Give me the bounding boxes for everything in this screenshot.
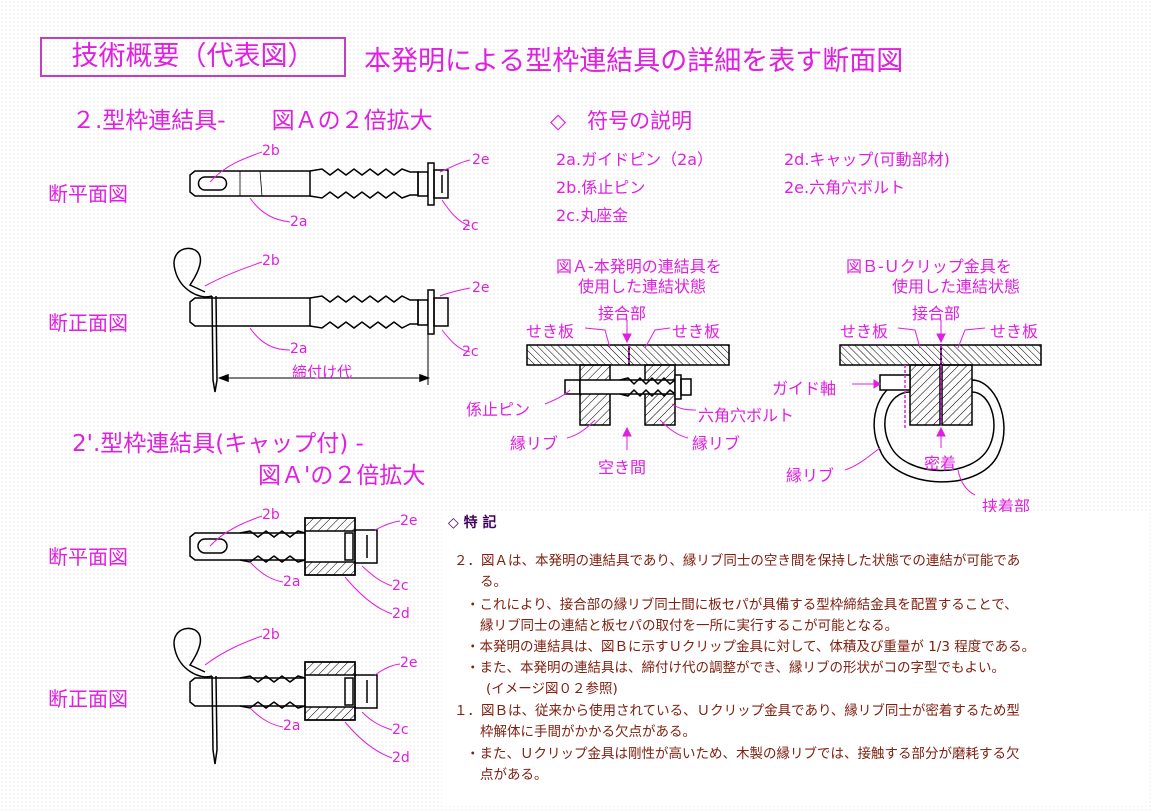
figure-b-rib: 縁リブ [786,466,835,485]
figure-a-rib-right: 縁リブ [692,434,741,453]
figure-b-board-left: せき板 [840,322,889,341]
legend-item-2b: 2b.係止ピン [556,178,646,197]
legend-title: ◇ 符号の説明 [550,109,693,133]
figure-b-title-line1: 図Ｂ-Ｕクリップ金具を [846,257,1012,276]
note-line-10: ・また、Ｕクリップ金具は剛性が高いため、木製の縁リブでは、接触する部分が磨耗する… [466,746,1020,762]
figure-b-guide-shaft: ガイド軸 [772,379,837,398]
figure-a-hex-bolt: 六角穴ボルト [698,406,795,425]
figure-b-leaders [844,320,986,496]
figure-a-title-line1: 図Ａ-本発明の連結具を [556,257,722,276]
figure-b-contact: 密着 [924,454,957,473]
connector-plan-view-2 [189,517,378,576]
connector-plan-view-1 [189,162,449,206]
figure-a-drawing [526,344,730,426]
plan-view-label-2: 断平面図 [48,545,128,569]
label-2e-4: 2e [400,655,418,671]
note-line-1: ２．図Ａは、本発明の連結具であり、縁リブ同士の空き間を保持した状態での連結が可能… [454,553,1021,569]
note-line-9: 枠解体に手間がかかる欠点がある。 [480,724,696,740]
legend-item-2a: 2a.ガイドピン（2a） [556,150,714,169]
figure-a-leaders [544,320,697,450]
label-2d-1: 2d [392,606,410,622]
label-tightening-allowance: 締付け代 [292,363,353,381]
figure-b-clamp: 挟着部 [982,497,1031,516]
note-line-2: る。 [480,574,507,590]
note-line-8: １．図Ｂは、従来から使用されている、Ｕクリップ金具であり、縁リブ同士が密着するた… [454,703,1020,719]
label-2a-1: 2a [290,214,308,230]
figure-a-board-right: せき板 [672,322,721,341]
connector-front-view-1 [173,247,449,393]
label-2c-4: 2c [392,722,409,738]
note-line-5: ・本発明の連結具は、図Ｂに示すＵクリップ金具に対して、体積及び重量が 1/3 程… [466,639,1036,655]
legend-item-2e: 2e.六角穴ボルト [784,178,906,197]
legend-item-2c: 2c.丸座金 [556,206,629,225]
note-line-11: 点がある。 [480,767,548,783]
label-2b-4: 2b [262,627,280,643]
note-line-6: ・また、本発明の連結具は、締付け代の調整ができ、縁リブの形状がコの字型でもよい。 [466,660,1006,676]
note-line-7: (イメージ図０２参照) [486,681,618,697]
notes-header: ◇ 特 記 [448,515,497,531]
figure-b-drawing [839,344,1042,483]
figure-b-title-line2: 使用した連結状態 [892,277,1021,296]
label-2d-2: 2d [392,750,410,766]
section-2b-title-line2: 図Ａ'の２倍拡大 [258,463,426,489]
section-2-title: ２.型枠連結具- 図Ａの２倍拡大 [72,108,433,134]
label-2c-2: 2c [462,344,479,360]
label-2b-3: 2b [262,507,280,523]
figure-a-lock-pin: 係止ピン [466,400,531,419]
front-view-label-2: 断正面図 [48,687,128,711]
section-2b-title-line1: 2'.型枠連結具(キャップ付) - [72,431,364,457]
figure-a-joint: 接合部 [598,304,647,323]
title-badge: 技術概要（代表図） [40,37,346,77]
figure-a-title-line2: 使用した連結状態 [578,277,707,296]
leader-lines [204,151,471,759]
figure-a-rib-left: 縁リブ [510,434,559,453]
figure-b-board-right: せき板 [990,322,1039,341]
notes-panel: ◇ 特 記 ２．図Ａは、本発明の連結具であり、縁リブ同士の空き間を保持した状態で… [442,512,1148,806]
label-2e-2: 2e [472,280,490,296]
figure-a-gap: 空き間 [598,458,647,477]
label-2e-3: 2e [400,513,418,529]
label-2e-1: 2e [472,152,490,168]
label-2a-4: 2a [283,718,301,734]
figure-a-board-left: せき板 [526,322,575,341]
label-2b-1: 2b [262,143,280,159]
front-view-label-1: 断正面図 [48,311,128,335]
connector-front-view-2 [173,627,378,765]
figure-b-joint: 接合部 [912,304,961,323]
label-2a-3: 2a [283,574,301,590]
page-title: 本発明による型枠連結具の詳細を表す断面図 [364,46,904,77]
label-2c-3: 2c [392,578,409,594]
plan-view-label-1: 断平面図 [48,182,128,206]
label-2a-2: 2a [290,341,308,357]
note-line-3: ・これにより、接合部の縁リブ同士間に板セパが具備する型枠締結金具を配置することで… [466,597,1018,613]
legend-item-2d: 2d.キャップ(可動部材) [784,150,950,169]
label-2c-1: 2c [462,218,479,234]
label-2b-2: 2b [262,253,280,269]
note-line-4: 縁リブ同士の連結と板セパの取付を一所に実行するこが可能となる。 [480,618,899,634]
